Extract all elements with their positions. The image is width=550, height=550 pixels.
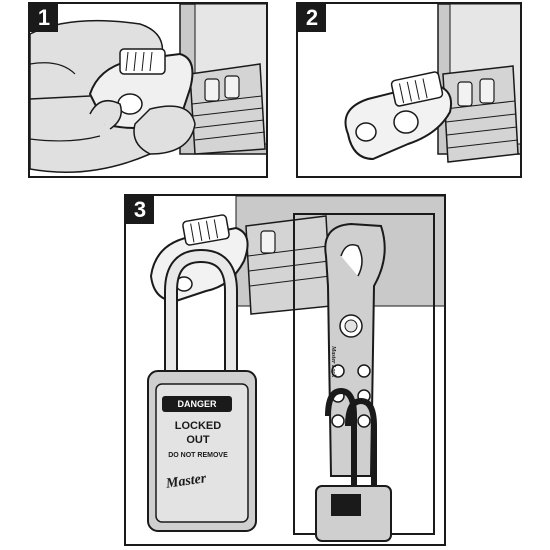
step-3-illustration	[147, 196, 444, 542]
padlock-danger-tag: DANGER	[177, 399, 217, 409]
step-1-panel: 1	[28, 2, 268, 178]
step-2-badge: 2	[298, 4, 326, 32]
padlock-line-do-not-remove: DO NOT REMOVE	[168, 452, 228, 459]
step-3-panel: 3	[124, 194, 446, 546]
step-2-illustration	[344, 4, 520, 163]
hasp-brand-logo: Master Lock	[330, 346, 336, 378]
padlock-line-out: OUT	[186, 434, 210, 446]
step-3-badge: 3	[126, 196, 154, 224]
step-2-panel: 2	[296, 2, 522, 178]
padlock-line-locked: LOCKED	[174, 420, 222, 432]
step-1-badge: 1	[30, 4, 58, 32]
step-1-illustration	[30, 4, 266, 173]
